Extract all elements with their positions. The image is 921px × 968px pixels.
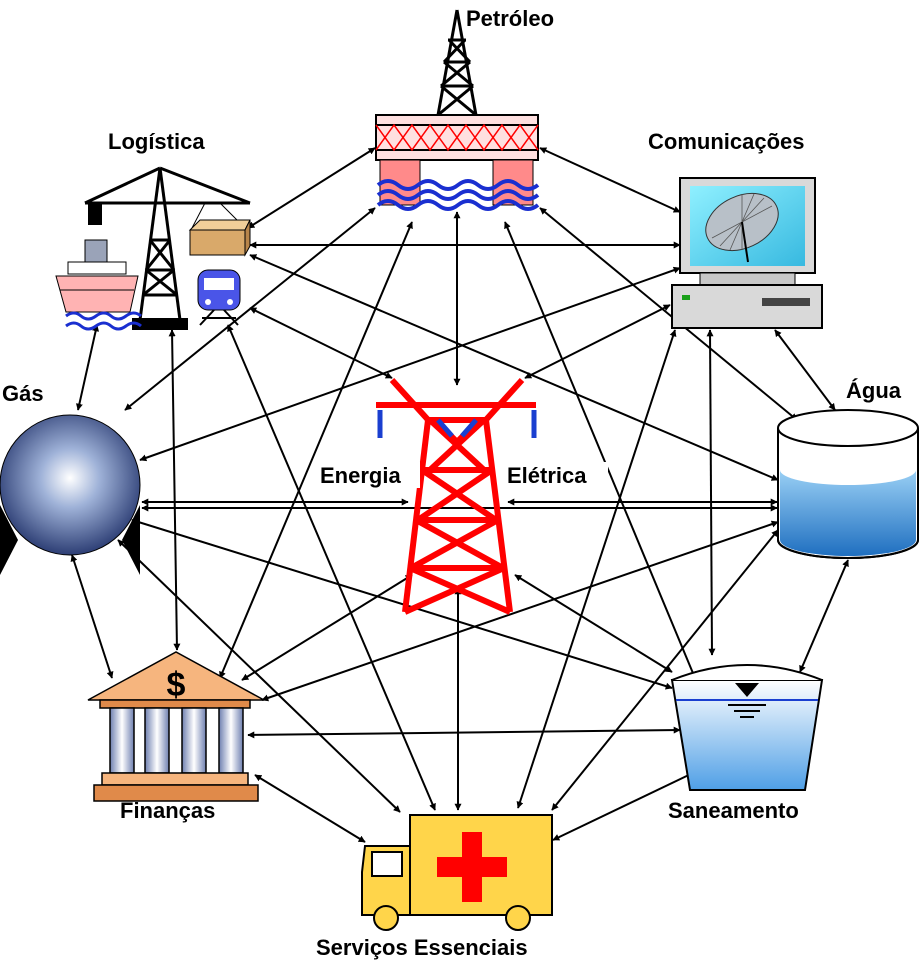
label-eletrica: Elétrica [507,463,587,488]
gas-sphere-icon [0,414,141,575]
arrow-petroleo-comunicacoes [539,147,681,213]
arrow-agua-servicos [551,529,779,811]
label-energia: Energia [320,463,401,488]
insulators [377,410,537,438]
dependency-arrows [70,147,849,843]
label-agua: Água [846,378,901,403]
arrow-financas-saneamento [247,726,681,739]
eletrica-label-bg [504,462,608,488]
arrow-logistica-gas [75,324,100,411]
arrow-energia-financas [241,574,413,681]
arrow-financas-servicos [254,774,366,843]
arrow-agua-saneamento [799,559,849,673]
power-tower-icon [376,377,536,615]
label-servicos: Serviços Essenciais [316,935,528,960]
ambulance-icon [361,814,553,931]
arrow-logistica-financas [168,329,181,651]
label-gas: Gás [2,381,44,406]
arrow-petroleo-saneamento [504,221,696,679]
arrow-gas-financas [70,554,114,679]
arrow-gas-saneamento [131,518,673,690]
water-tank-icon [777,409,919,559]
oil-platform-icon [375,9,540,211]
logistics-icon [55,166,251,331]
bank-icon [87,651,265,802]
sanitation-basin-icon [670,664,824,791]
dollar-sign: $ [167,666,186,704]
arrow-comunicacoes-agua [774,329,836,411]
arrow-energia-saneamento [514,574,673,673]
label-logistica: Logística [108,129,205,154]
arrow-logistica-servicos [227,324,436,811]
energia-label-bg [318,462,420,488]
arrow-saneamento-servicos [552,771,696,841]
label-comunicacoes: Comunicações [648,129,805,154]
arrow-petroleo-financas [219,221,413,679]
arrow-petroleo-logistica [247,147,376,229]
computer-satellite-icon [671,177,823,329]
label-saneamento: Saneamento [668,798,799,823]
label-financas: Finanças [120,798,216,823]
arrow-comunicacoes-gas [139,266,681,462]
arrow-comunicacoes-saneamento [706,329,716,656]
label-petroleo: Petróleo [466,6,555,31]
